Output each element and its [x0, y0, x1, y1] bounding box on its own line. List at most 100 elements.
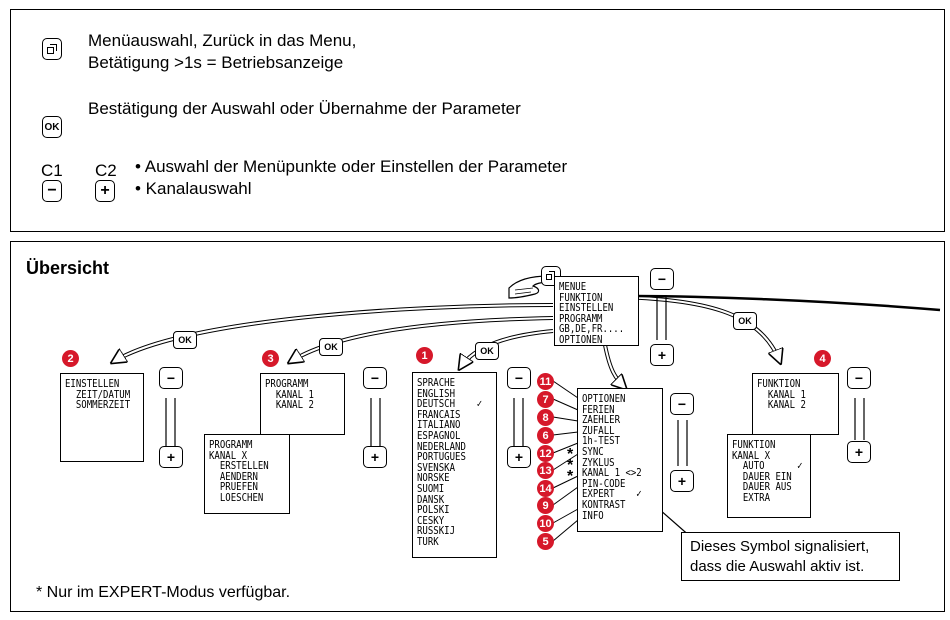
- programm-minus-button[interactable]: −: [363, 367, 387, 389]
- ok-key[interactable]: OK: [42, 116, 62, 138]
- plus-icon: +: [166, 449, 176, 465]
- funktion-minus-button[interactable]: −: [847, 367, 871, 389]
- menu-key-desc-2: Betätigung >1s = Betriebsanzeige: [88, 53, 344, 72]
- menu-icon: [46, 43, 58, 55]
- c1-label: C1: [41, 161, 63, 180]
- screen-line: DEUTSCH ✓: [417, 397, 483, 411]
- screen-line: MENUE: [559, 280, 587, 293]
- screen-line: SOMMERZEIT: [65, 398, 131, 412]
- c2-label: C2: [95, 161, 117, 180]
- programm-screen: PROGRAMM KANAL 1 KANAL 2: [260, 373, 345, 435]
- screen-line: FRANCAIS: [417, 407, 461, 421]
- callout-line-2: dass die Auswahl aktiv ist.: [690, 558, 865, 575]
- active-symbol-callout: Dieses Symbol signalisiert, dass die Aus…: [681, 532, 900, 581]
- badge-language: 1: [416, 347, 433, 364]
- screen-line: KONTRAST: [582, 497, 626, 511]
- screen-line: KANAL 1 <>2: [582, 466, 642, 480]
- screen-line: KANAL 1: [265, 387, 314, 401]
- screen-line: CESKY: [417, 513, 445, 527]
- language-minus-button[interactable]: −: [507, 367, 531, 389]
- screen-line: PIN-CODE: [582, 476, 626, 490]
- screen-line: EINSTELLEN: [559, 301, 614, 315]
- plus-icon: +: [854, 444, 864, 460]
- option-number: 14: [537, 480, 554, 497]
- ok-badge-language: OK: [475, 342, 499, 360]
- hand-icon: [505, 268, 555, 302]
- einstellen-minus-button[interactable]: −: [159, 367, 183, 389]
- expert-star: *: [567, 468, 574, 485]
- options-minus-button[interactable]: −: [670, 393, 694, 415]
- plus-icon: +: [100, 182, 110, 199]
- screen-line: EXPERT ✓: [582, 487, 642, 501]
- screen-line: OPTIONEN: [559, 332, 603, 346]
- screen-line: ITALIANO: [417, 418, 461, 432]
- plus-icon: +: [370, 449, 380, 465]
- screen-line: ZUFALL: [582, 423, 615, 437]
- minus-icon: −: [166, 370, 176, 386]
- screen-line: ZEIT/DATUM: [65, 387, 131, 401]
- option-number: 9: [537, 497, 554, 514]
- screen-line: PRUEFEN: [209, 480, 258, 494]
- option-number: 13: [537, 462, 554, 479]
- option-number: 10: [537, 515, 554, 532]
- ok-key-desc: Bestätigung der Auswahl oder Übernahme d…: [88, 99, 521, 118]
- menu-icon: [546, 271, 556, 281]
- screen-line: NEDERLAND: [417, 439, 466, 453]
- minus-icon: −: [854, 370, 864, 386]
- badge-programm: 3: [262, 350, 279, 367]
- screen-line: SYNC: [582, 444, 604, 458]
- screen-line: INFO: [582, 508, 604, 522]
- funktion-plus-button[interactable]: +: [847, 441, 871, 463]
- minus-icon: −: [370, 370, 380, 386]
- screen-line: KANAL X: [732, 448, 771, 462]
- option-number: 7: [537, 391, 554, 408]
- plus-icon: +: [657, 347, 667, 363]
- ok-badge-einstellen: OK: [173, 331, 197, 349]
- menu-key[interactable]: [42, 38, 62, 60]
- legend-panel: Menüauswahl, Zurück in das Menu, Betätig…: [10, 9, 945, 232]
- screen-line: KANAL 2: [265, 398, 314, 412]
- einstellen-plus-button[interactable]: +: [159, 446, 183, 468]
- funktion-screen: FUNKTION KANAL 1 KANAL 2: [752, 373, 839, 435]
- bullet-1: • Auswahl der Menüpunkte oder Einstellen…: [135, 157, 568, 176]
- menu-plus-button[interactable]: +: [650, 344, 674, 366]
- minus-key[interactable]: −: [42, 180, 62, 202]
- screen-line: TURK: [417, 534, 439, 548]
- screen-line: FUNKTION: [757, 377, 801, 390]
- minus-icon: −: [657, 271, 667, 287]
- screen-line: ERSTELLEN: [209, 459, 269, 473]
- screen-line: PROGRAMM: [559, 311, 603, 325]
- screen-line: DANSK: [417, 492, 445, 506]
- options-plus-button[interactable]: +: [670, 470, 694, 492]
- ok-badge-funktion: OK: [733, 312, 757, 330]
- option-number: 11: [537, 373, 554, 390]
- programm-plus-button[interactable]: +: [363, 446, 387, 468]
- option-number: 12: [537, 445, 554, 462]
- screen-line: RUSSKIJ: [417, 524, 456, 538]
- minus-icon: −: [47, 182, 57, 199]
- plus-key[interactable]: +: [95, 180, 115, 202]
- screen-line: AUTO ✓: [732, 459, 803, 473]
- einstellen-screen: EINSTELLEN ZEIT/DATUM SOMMERZEIT: [60, 373, 144, 462]
- screen-line: FUNKTION: [559, 290, 603, 304]
- screen-line: EXTRA: [732, 490, 771, 504]
- menu-minus-button[interactable]: −: [650, 268, 674, 290]
- option-number: 5: [537, 533, 554, 550]
- screen-line: SVENSKA: [417, 460, 456, 474]
- minus-icon: −: [514, 370, 524, 386]
- screen-line: FUNKTION: [732, 438, 776, 451]
- screen-line: GB,DE,FR....: [559, 322, 625, 336]
- ok-badge-programm: OK: [319, 338, 343, 356]
- plus-icon: +: [677, 473, 687, 489]
- menu-key-desc-1: Menüauswahl, Zurück in das Menu,: [88, 31, 357, 50]
- expert-star: *: [567, 457, 574, 474]
- screen-line: EINSTELLEN: [65, 377, 120, 390]
- language-plus-button[interactable]: +: [507, 446, 531, 468]
- screen-line: FERIEN: [582, 402, 615, 416]
- footnote: * Nur im EXPERT-Modus verfügbar.: [36, 584, 291, 601]
